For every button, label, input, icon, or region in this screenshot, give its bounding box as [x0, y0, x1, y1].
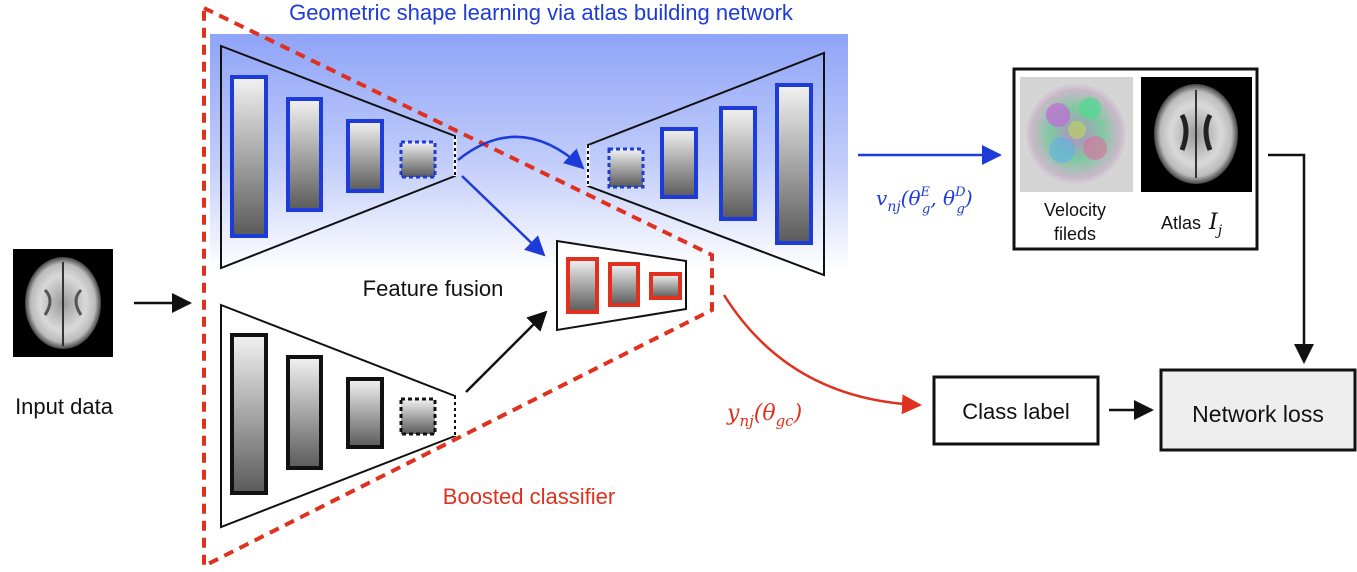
bottom-encoder-block-1: [230, 333, 268, 495]
classifier-to-label-arrow: [722, 294, 922, 415]
class-label-text: Class label: [962, 399, 1070, 424]
top-decoder-latent: [607, 147, 645, 189]
velocity-field-image: [1020, 77, 1133, 192]
class-label-box: [932, 375, 1100, 446]
diagram-title: Geometric shape learning via atlas build…: [289, 0, 794, 25]
latent-to-fusion-arrow: [461, 175, 546, 257]
feature-fusion-label: Feature fusion: [363, 276, 504, 301]
bottom-encoder-latent: [399, 397, 437, 436]
bottom-encoder-block-2: [286, 355, 323, 470]
fusion-block-1: [566, 257, 599, 314]
top-decoder-block-3: [775, 83, 813, 245]
output-panel: [1012, 67, 1259, 251]
boosted-classifier-outline: [202, 4, 714, 570]
network-loss-box: [1159, 368, 1357, 452]
top-encoder-block-3: [346, 119, 384, 193]
top-encoder-block-1: [230, 75, 268, 238]
boosted-classifier-label: Boosted classifier: [443, 484, 615, 509]
input-brain-image: [13, 249, 113, 357]
latent-to-decoder-arrow: [457, 135, 585, 170]
input-data-label: Input data: [15, 394, 114, 419]
network-loss-text: Network loss: [1192, 401, 1324, 427]
fusion-block-3: [649, 272, 682, 300]
top-decoder-block-1: [660, 127, 698, 199]
velocity-label-line1: Velocity: [1044, 200, 1106, 220]
top-encoder-block-2: [286, 97, 323, 212]
velocity-label-line2: fileds: [1054, 224, 1096, 244]
classifier-formula: ynj(θgc): [726, 401, 802, 430]
fusion-block-2: [608, 262, 640, 307]
top-encoder-latent: [399, 140, 437, 179]
atlas-brain-image: [1141, 77, 1252, 192]
bottom-to-fusion-arrow: [465, 310, 548, 393]
bottom-encoder-block-3: [346, 377, 384, 449]
top-decoder-block-2: [719, 106, 757, 221]
output-to-loss-arrow: [1268, 153, 1314, 364]
